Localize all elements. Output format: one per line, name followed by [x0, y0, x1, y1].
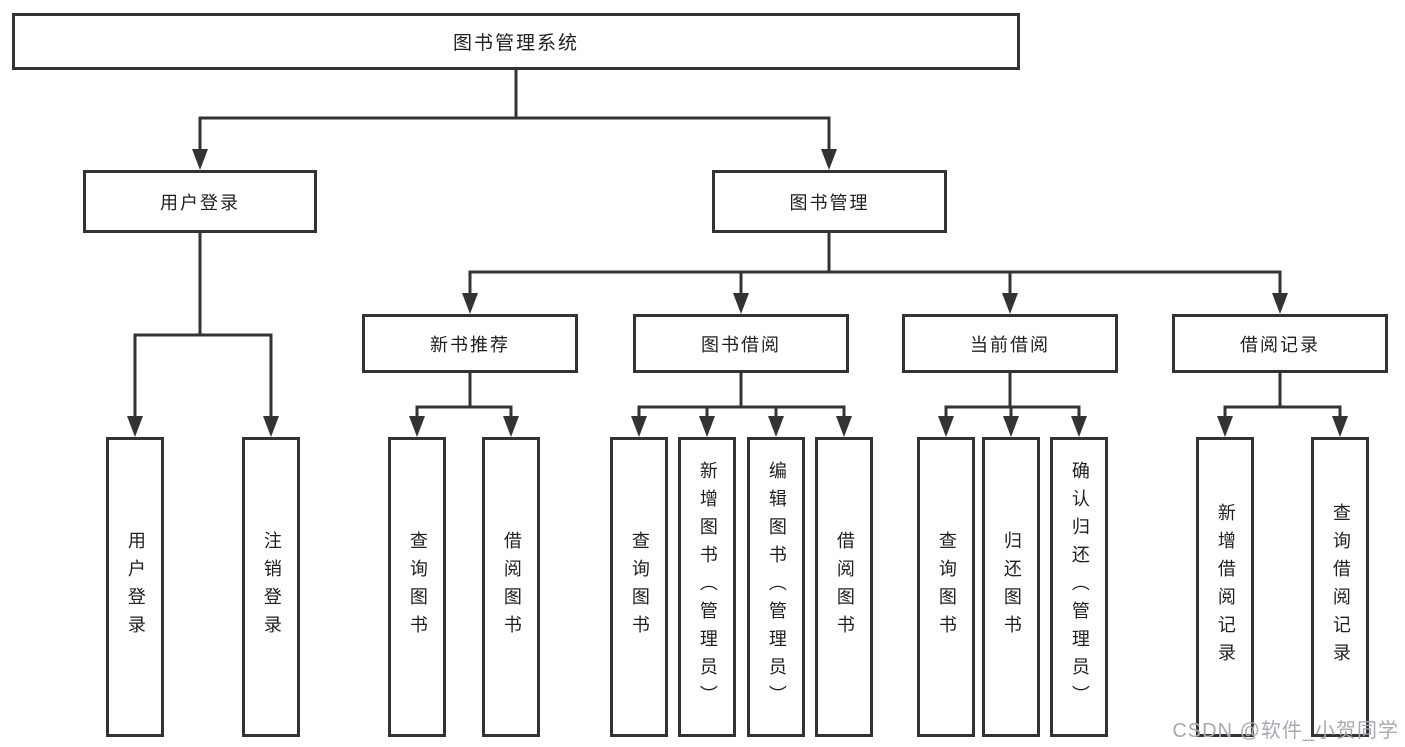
arrow-down-icon: [1071, 416, 1087, 437]
leaf-return-book: 归还图书: [982, 437, 1040, 737]
leaf-label: 确认归还（管理员）: [1069, 461, 1090, 713]
arrow-down-icon: [1003, 416, 1019, 437]
leaf-label: 用户登录: [125, 531, 146, 643]
node-book-management: 图书管理: [712, 170, 947, 233]
arrow-down-icon: [836, 416, 852, 437]
leaf-confirm-return-admin: 确认归还（管理员）: [1050, 437, 1108, 737]
arrow-down-icon: [938, 416, 954, 437]
arrow-down-icon: [503, 416, 519, 437]
arrow-down-icon: [821, 149, 837, 170]
node-label: 用户登录: [160, 192, 240, 213]
node-book-borrow: 图书借阅: [633, 314, 849, 373]
leaf-borrow-books-2: 借阅图书: [815, 437, 873, 737]
node-label: 图书管理: [789, 192, 870, 213]
watermark: CSDN @软件_小贺同学: [1172, 720, 1399, 742]
leaf-query-books-1: 查询图书: [388, 437, 446, 737]
node-borrow-records: 借阅记录: [1172, 314, 1388, 373]
arrow-down-icon: [733, 293, 749, 314]
leaf-label: 归还图书: [1001, 531, 1022, 643]
leaf-add-borrow-record: 新增借阅记录: [1196, 437, 1254, 737]
arrow-down-icon: [127, 416, 143, 437]
arrow-down-icon: [263, 416, 279, 437]
leaf-user-login: 用户登录: [106, 437, 164, 737]
node-label: 图书借阅: [701, 334, 781, 355]
arrow-down-icon: [462, 293, 478, 314]
node-label: 当前借阅: [970, 334, 1050, 355]
arrow-down-icon: [1217, 416, 1233, 437]
node-label: 图书管理系统: [452, 33, 579, 54]
leaf-label: 新增借阅记录: [1215, 503, 1236, 671]
leaf-query-borrow-record: 查询借阅记录: [1311, 437, 1369, 737]
leaf-borrow-books-1: 借阅图书: [482, 437, 540, 737]
leaf-edit-book-admin: 编辑图书（管理员）: [747, 437, 805, 737]
leaf-label: 新增图书（管理员）: [697, 461, 718, 713]
node-current-borrow: 当前借阅: [902, 314, 1118, 373]
leaf-add-book-admin: 新增图书（管理员）: [678, 437, 736, 737]
leaf-label: 借阅图书: [834, 531, 855, 643]
node-label: 新书推荐: [430, 334, 510, 355]
arrow-down-icon: [1272, 293, 1288, 314]
leaf-label: 查询图书: [407, 531, 428, 643]
arrowhead-icons: [127, 149, 1348, 437]
arrow-down-icon: [768, 416, 784, 437]
node-user-login: 用户登录: [83, 170, 317, 233]
leaf-label: 注销登录: [261, 531, 282, 643]
node-root-system: 图书管理系统: [12, 13, 1020, 70]
leaf-logout: 注销登录: [242, 437, 300, 737]
arrow-down-icon: [699, 416, 715, 437]
leaf-label: 查询图书: [936, 531, 957, 643]
arrow-down-icon: [1332, 416, 1348, 437]
arrow-down-icon: [409, 416, 425, 437]
arrow-down-icon: [1002, 293, 1018, 314]
arrow-down-icon: [192, 149, 208, 170]
leaf-label: 编辑图书（管理员）: [766, 461, 787, 713]
node-label: 借阅记录: [1240, 334, 1320, 355]
leaf-label: 查询图书: [629, 531, 650, 643]
leaf-query-books-2: 查询图书: [610, 437, 668, 737]
leaf-label: 借阅图书: [501, 531, 522, 643]
node-new-book-recommend: 新书推荐: [362, 314, 578, 373]
connector-lines: [133, 68, 1342, 420]
leaf-label: 查询借阅记录: [1330, 503, 1351, 671]
arrow-down-icon: [631, 416, 647, 437]
leaf-query-books-3: 查询图书: [917, 437, 975, 737]
